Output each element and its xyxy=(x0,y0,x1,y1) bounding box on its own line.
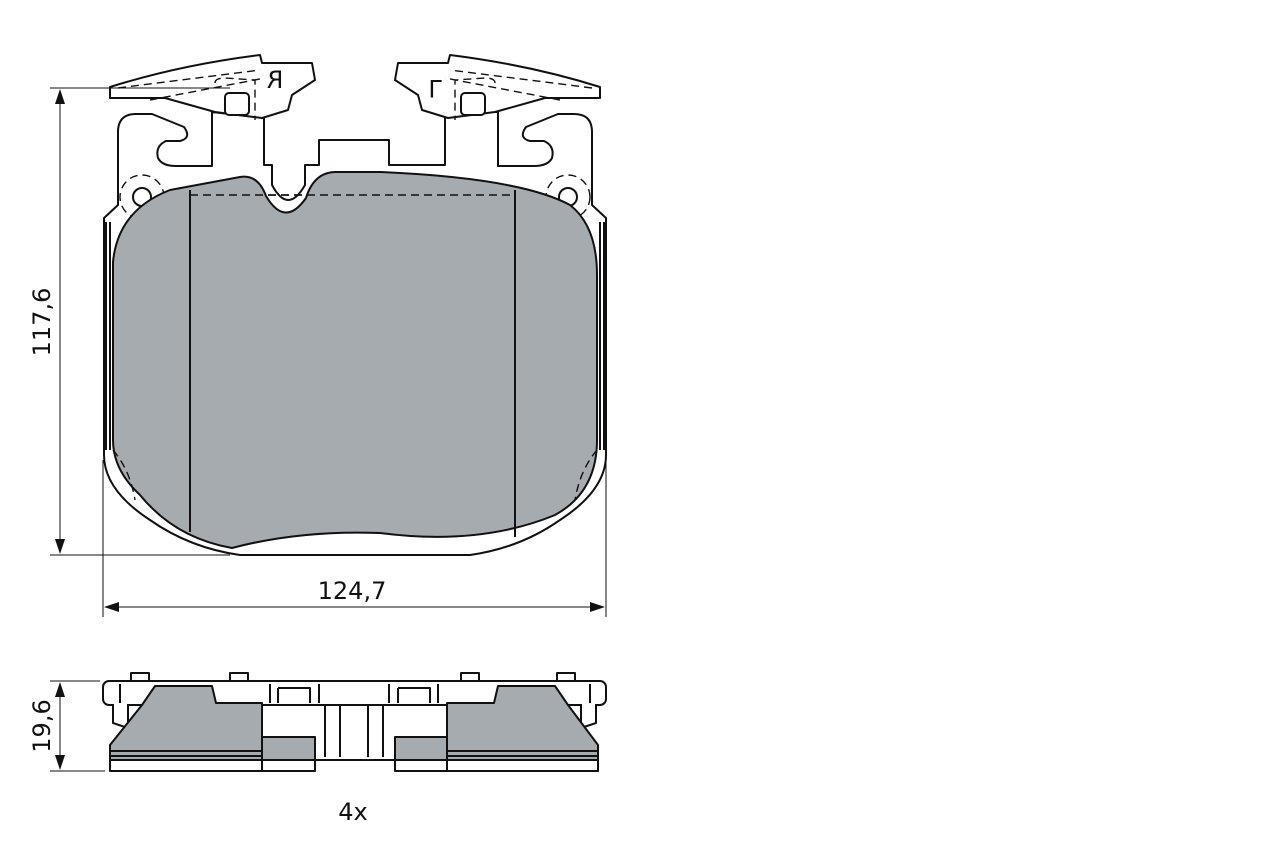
height-value: 117,6 xyxy=(28,288,56,357)
width-value: 124,7 xyxy=(318,577,387,605)
width-dimension: 124,7 xyxy=(102,460,607,617)
l-marking: L xyxy=(428,74,442,102)
quantity-label: 4x xyxy=(338,798,367,826)
left-wear-clip: R xyxy=(109,54,316,120)
height-dimension: 117,6 xyxy=(28,87,230,556)
r-marking: R xyxy=(267,66,284,94)
thickness-value: 19,6 xyxy=(28,699,56,752)
friction-pad xyxy=(112,171,598,549)
side-view xyxy=(102,672,607,772)
thickness-dimension: 19,6 xyxy=(28,680,105,772)
right-wear-clip: L xyxy=(394,54,601,120)
